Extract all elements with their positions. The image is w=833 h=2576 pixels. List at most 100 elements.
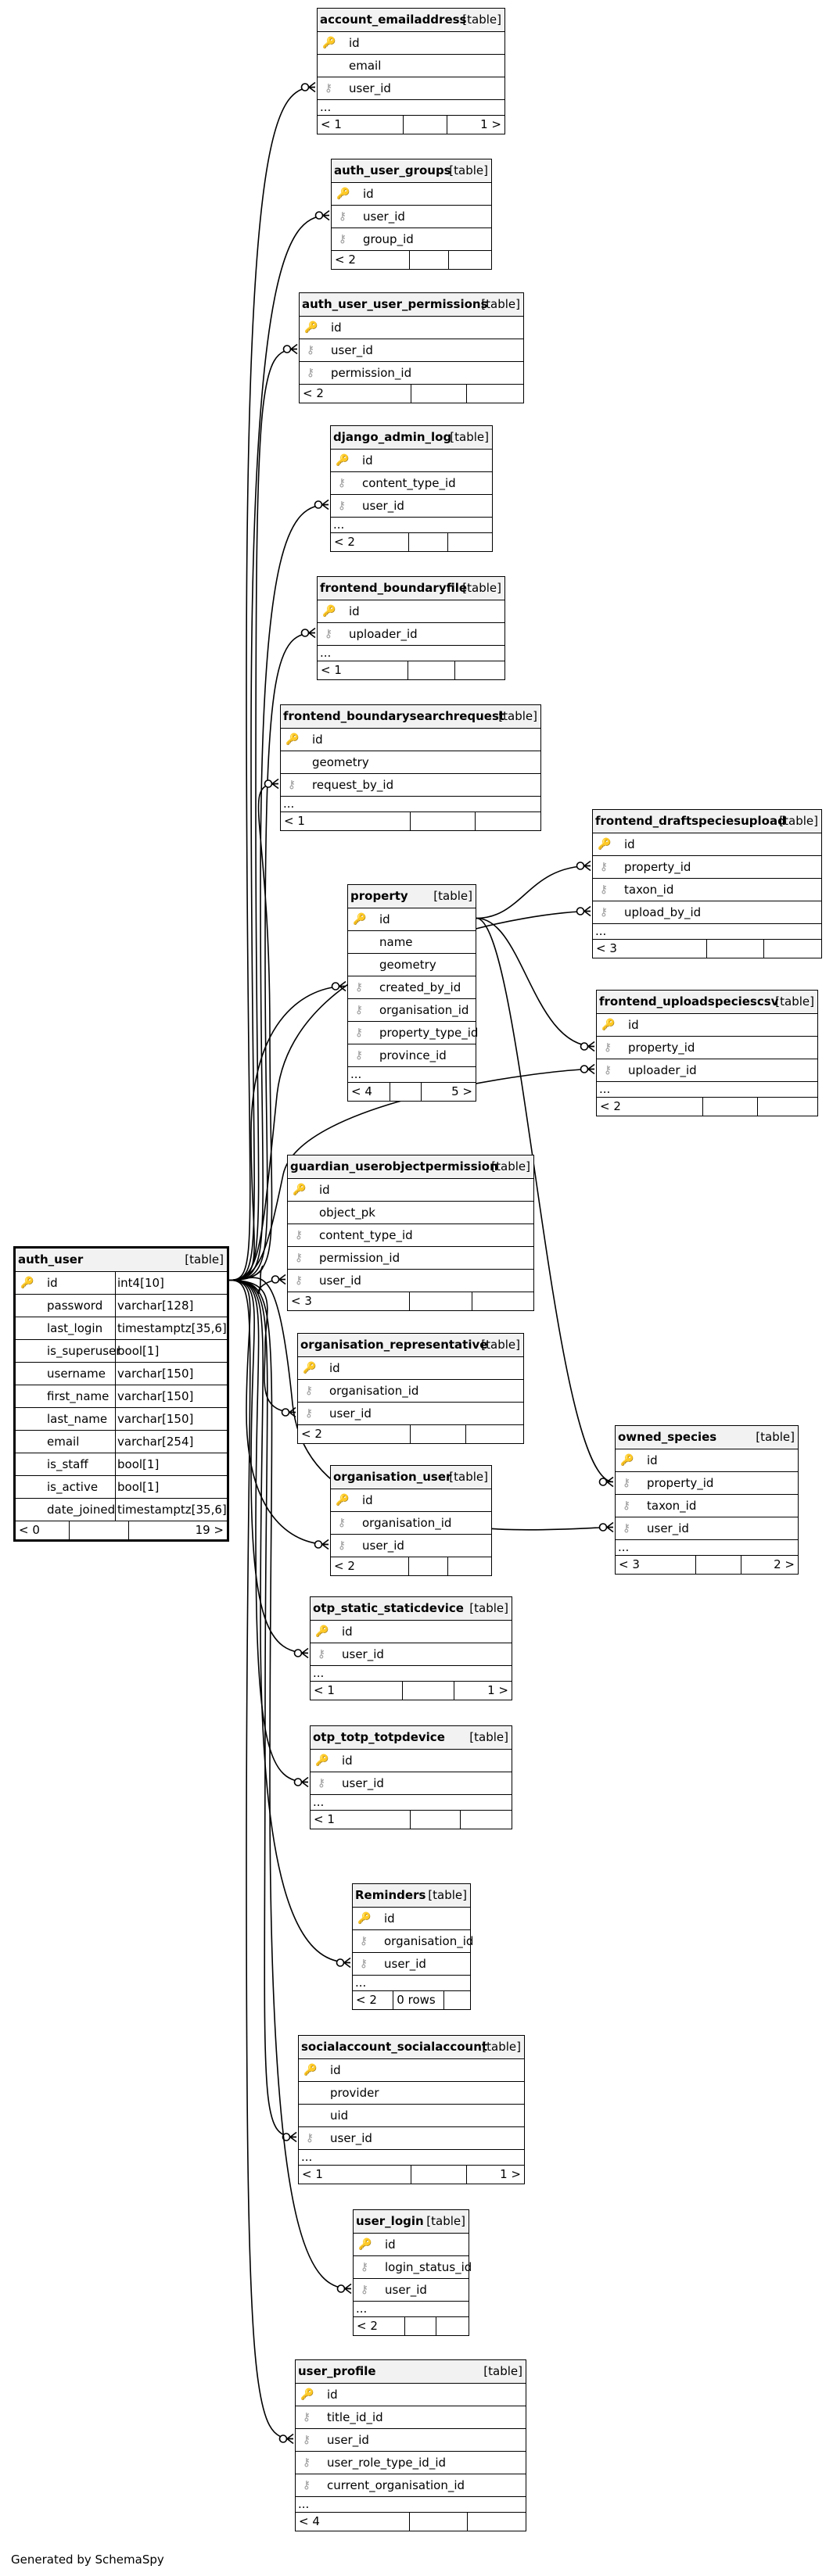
column-row-organisation-id[interactable]: ⚷organisation_id — [298, 1379, 523, 1402]
parents-count[interactable]: < 4 — [299, 2514, 320, 2528]
column-row-id[interactable]: 🔑id — [318, 31, 504, 54]
column-row-name[interactable]: name — [348, 930, 476, 953]
column-row-id[interactable]: 🔑id — [300, 316, 523, 339]
table-name[interactable]: Reminders — [355, 1888, 426, 1902]
column-row-taxon-id[interactable]: ⚷taxon_id — [616, 1494, 798, 1517]
children-count[interactable] — [475, 812, 540, 830]
parents-count[interactable]: < 2 — [356, 1993, 377, 2007]
column-row-uploader-id[interactable]: ⚷uploader_id — [318, 622, 504, 645]
column-row-upload-by-id[interactable]: ⚷upload_by_id — [593, 901, 821, 923]
table-name[interactable]: guardian_userobjectpermission — [290, 1159, 498, 1173]
column-row-permission-id[interactable]: ⚷permission_id — [288, 1246, 533, 1269]
table-header[interactable]: socialaccount_socialaccount[table] — [299, 2036, 524, 2058]
column-row-user-id[interactable]: ⚷user_id — [616, 1517, 798, 1539]
parents-count[interactable]: < 1 — [321, 663, 342, 677]
column-row-user-id[interactable]: ⚷user_id — [311, 1643, 512, 1665]
table-name[interactable]: organisation_representative — [300, 1338, 488, 1352]
table-auth-user-groups[interactable]: auth_user_groups[table]🔑id⚷user_id⚷group… — [331, 159, 492, 270]
parents-count[interactable]: < 2 — [600, 1099, 621, 1113]
table-name[interactable]: django_admin_log — [333, 430, 452, 444]
column-row-user-id[interactable]: ⚷user_id — [354, 2278, 469, 2301]
column-row-user-id[interactable]: ⚷user_id — [353, 1952, 470, 1975]
column-row-id[interactable]: 🔑id — [288, 1178, 533, 1201]
parents-count[interactable]: < 3 — [596, 941, 617, 955]
table-owned-species[interactable]: owned_species[table]🔑id⚷property_id⚷taxo… — [615, 1425, 799, 1575]
children-count[interactable] — [447, 251, 491, 269]
table-name[interactable]: otp_static_staticdevice — [313, 1601, 464, 1615]
table-header[interactable]: guardian_userobjectpermission[table] — [288, 1155, 533, 1178]
column-row-user-id[interactable]: ⚷user_id — [311, 1772, 512, 1794]
children-count[interactable] — [447, 533, 492, 551]
table-name[interactable]: owned_species — [618, 1430, 717, 1444]
children-count[interactable] — [466, 385, 523, 403]
column-row-id[interactable]: 🔑id — [281, 728, 540, 751]
table-otp-totp-totpdevice[interactable]: otp_totp_totpdevice[table]🔑id⚷user_id...… — [310, 1725, 512, 1829]
table-organisation-user[interactable]: organisation_user[table]🔑id⚷organisation… — [330, 1465, 492, 1576]
table-header[interactable]: owned_species[table] — [616, 1426, 798, 1449]
children-count[interactable]: 19 > — [128, 1521, 227, 1539]
column-row-user-id[interactable]: ⚷user_id — [332, 205, 491, 228]
table-frontend-boundarysearchrequest[interactable]: frontend_boundarysearchrequest[table]🔑id… — [280, 704, 541, 831]
table-header[interactable]: Reminders[table] — [353, 1884, 470, 1907]
table-frontend-uploadspeciescsv[interactable]: frontend_uploadspeciescsv[table]🔑id⚷prop… — [596, 990, 818, 1116]
column-row-geometry[interactable]: geometry — [281, 751, 540, 773]
column-row-id[interactable]: 🔑id — [597, 1013, 817, 1036]
table-header[interactable]: frontend_boundarysearchrequest[table] — [281, 705, 540, 728]
table-auth-user-user-permissions[interactable]: auth_user_user_permissions[table]🔑id⚷use… — [299, 292, 524, 403]
table-header[interactable]: otp_totp_totpdevice[table] — [311, 1726, 512, 1749]
parents-count[interactable]: < 1 — [302, 2167, 323, 2181]
table-frontend-boundaryfile[interactable]: frontend_boundaryfile[table]🔑id⚷uploader… — [317, 576, 505, 680]
table-name[interactable]: account_emailaddress — [320, 13, 467, 27]
column-row-uploader-id[interactable]: ⚷uploader_id — [597, 1059, 817, 1081]
children-count[interactable] — [454, 661, 504, 679]
table-name[interactable]: frontend_boundaryfile — [320, 581, 468, 595]
table-header[interactable]: user_profile[table] — [296, 2360, 526, 2383]
table-header[interactable]: auth_user[table] — [16, 1249, 227, 1271]
column-row-id[interactable]: 🔑id — [593, 833, 821, 855]
column-row-geometry[interactable]: geometry — [348, 953, 476, 976]
children-count[interactable] — [443, 1991, 470, 2009]
column-row-id[interactable]: 🔑id — [296, 2383, 526, 2406]
column-row-property-type-id[interactable]: ⚷property_type_id — [348, 1021, 478, 1044]
column-row-content-type-id[interactable]: ⚷content_type_id — [331, 471, 492, 494]
children-count[interactable]: 2 > — [740, 1556, 798, 1574]
table-name[interactable]: frontend_boundarysearchrequest — [283, 709, 505, 723]
column-row-user-id[interactable]: ⚷user_id — [296, 2428, 526, 2451]
column-row-object-pk[interactable]: object_pk — [288, 1201, 533, 1224]
table-reminders[interactable]: Reminders[table]🔑id⚷organisation_id⚷user… — [352, 1883, 473, 2010]
column-row-user-id[interactable]: ⚷user_id — [299, 2126, 524, 2149]
children-count[interactable]: 1 > — [446, 116, 504, 134]
parents-count[interactable]: < 2 — [357, 2319, 378, 2333]
column-row-request-by-id[interactable]: ⚷request_by_id — [281, 773, 540, 796]
column-row-current-organisation-id[interactable]: ⚷current_organisation_id — [296, 2474, 526, 2496]
table-django-admin-log[interactable]: django_admin_log[table]🔑id⚷content_type_… — [330, 425, 493, 552]
parents-count[interactable]: < 1 — [284, 814, 305, 828]
column-row-content-type-id[interactable]: ⚷content_type_id — [288, 1224, 533, 1246]
parents-count[interactable]: < 3 — [619, 1557, 640, 1571]
column-row-user-role-type-id-id[interactable]: ⚷user_role_type_id_id — [296, 2451, 526, 2474]
table-user-login[interactable]: user_login[table]🔑id⚷login_status_id⚷use… — [353, 2209, 472, 2336]
column-row-property-id[interactable]: ⚷property_id — [616, 1471, 798, 1494]
children-count[interactable] — [447, 1557, 491, 1575]
parents-count[interactable]: < 2 — [335, 253, 356, 267]
column-row-province-id[interactable]: ⚷province_id — [348, 1044, 476, 1066]
children-count[interactable] — [756, 1098, 817, 1116]
column-row-id[interactable]: 🔑id — [348, 908, 476, 930]
column-row-id[interactable]: 🔑id — [311, 1749, 512, 1772]
table-name[interactable]: auth_user — [18, 1252, 84, 1267]
column-row-id[interactable]: 🔑id — [353, 1907, 470, 1929]
column-row-id[interactable]: 🔑id — [332, 182, 491, 205]
table-header[interactable]: frontend_draftspeciesupload[table] — [593, 810, 821, 833]
children-count[interactable]: 1 > — [466, 2166, 524, 2184]
